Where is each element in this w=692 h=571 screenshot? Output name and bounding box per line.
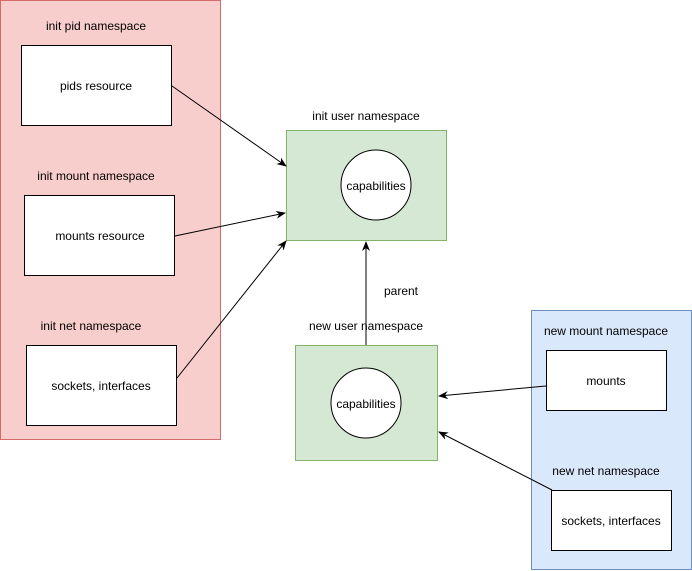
init-pid-namespace-title: init pid namespace — [46, 19, 146, 33]
new-mounts-label: mounts — [586, 374, 625, 388]
edge-sockets-to-init-user — [176, 240, 287, 379]
new-sockets-interfaces-label: sockets, interfaces — [561, 514, 660, 528]
init-capabilities-label: capabilities — [346, 179, 405, 193]
edge-mounts-to-init-user — [174, 210, 286, 237]
new-net-namespace-title: new net namespace — [552, 464, 660, 478]
new-sockets-interfaces-box[interactable] — [551, 490, 672, 551]
init-user-namespace-title: init user namespace — [312, 109, 420, 123]
new-mounts-box[interactable] — [546, 350, 667, 411]
parent-edge-label: parent — [384, 284, 419, 298]
init-sockets-interfaces-label: sockets, interfaces — [51, 379, 150, 393]
pids-resource-label: pids resource — [60, 79, 132, 93]
edge-pids-to-init-user — [171, 85, 287, 167]
mounts-resource-box[interactable] — [24, 195, 175, 276]
init-net-namespace-title: init net namespace — [41, 319, 142, 333]
edge-new-mounts-to-new-user — [438, 385, 547, 400]
init-sockets-interfaces-box[interactable] — [26, 345, 177, 426]
new-mount-namespace-title: new mount namespace — [544, 324, 668, 338]
init-mount-namespace-title: init mount namespace — [37, 169, 155, 183]
init-capabilities-circle[interactable] — [340, 149, 412, 221]
mounts-resource-label: mounts resource — [55, 229, 145, 243]
pids-resource-box[interactable] — [21, 45, 172, 126]
new-capabilities-label: capabilities — [336, 397, 395, 411]
new-capabilities-circle[interactable] — [330, 367, 402, 439]
edge-new-sockets-to-new-user — [438, 431, 553, 491]
